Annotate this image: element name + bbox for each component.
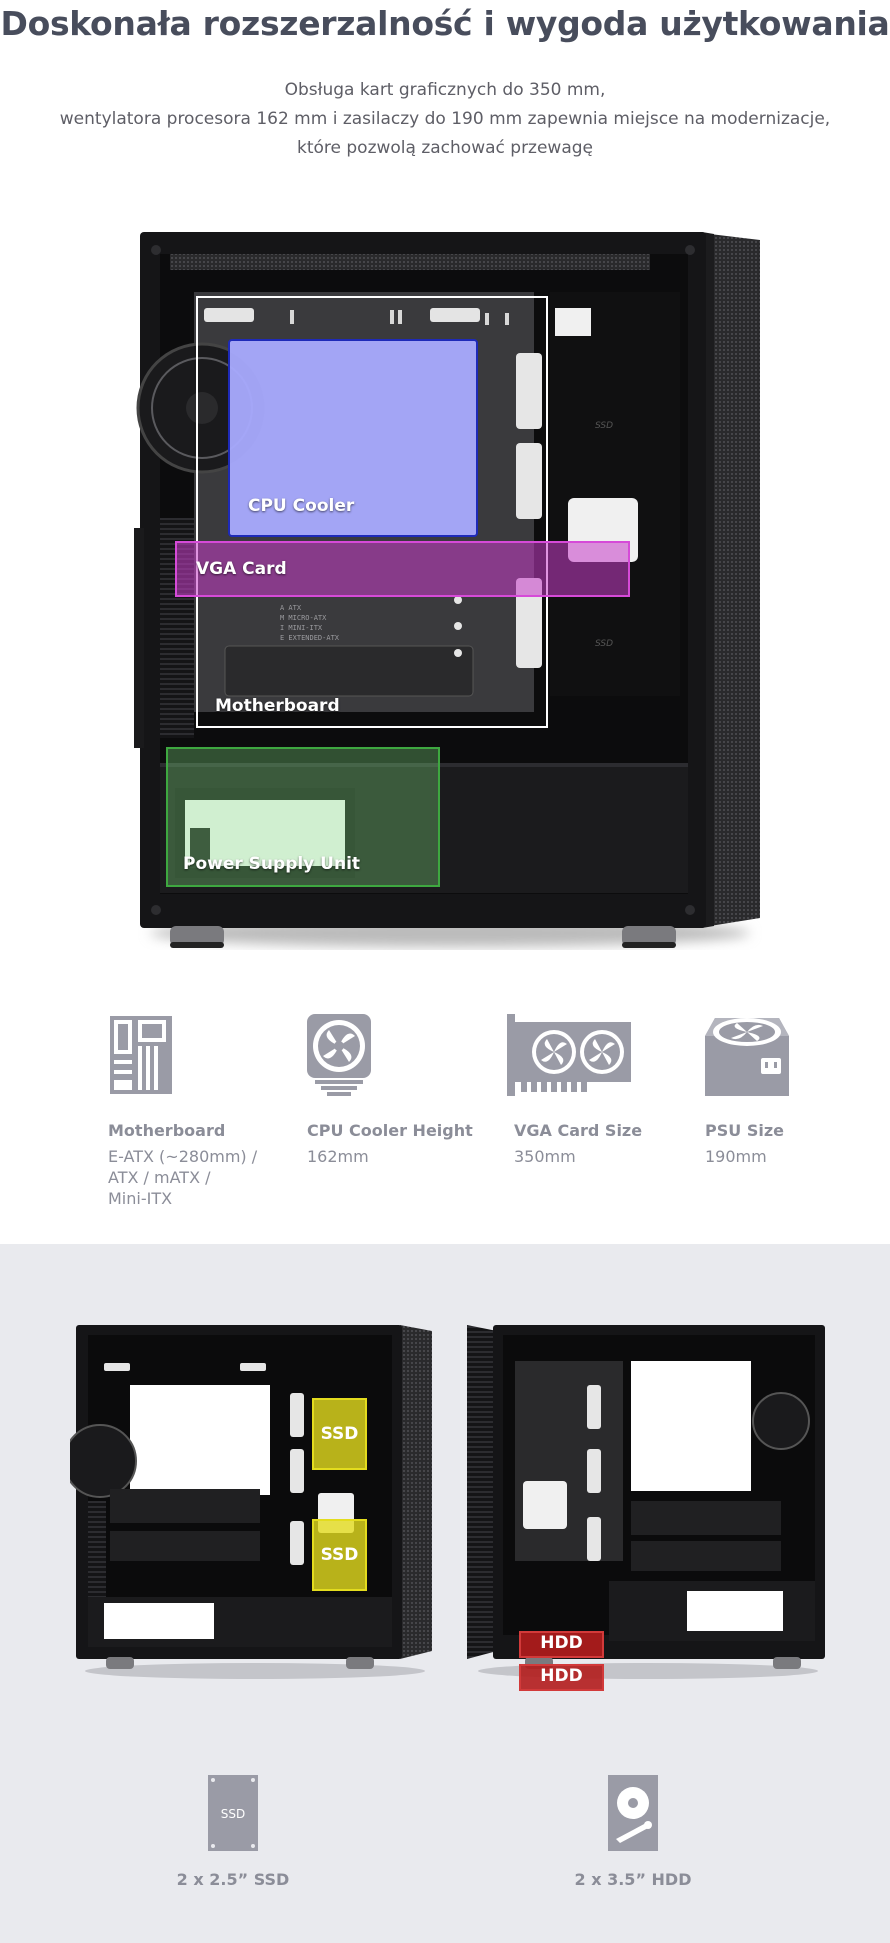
- spec-psu: PSU Size 190mm: [705, 1014, 789, 1166]
- atx-engraving: I MINI-ITX: [280, 624, 323, 632]
- ssd-engraving: SSD: [595, 421, 613, 431]
- ssd-bay-label: SSD: [320, 1545, 359, 1565]
- spec-vga-card: VGA Card Size 350mm: [507, 1014, 642, 1166]
- spec-title: CPU Cooler Height: [307, 1121, 473, 1140]
- spec-value: 350mm: [514, 1147, 576, 1166]
- hdd-bay-1: [519, 1631, 604, 1658]
- motherboard-zone: [196, 296, 548, 728]
- motherboard-label: Motherboard: [215, 696, 340, 716]
- hdd-caption: 2 x 3.5” HDD: [574, 1870, 692, 1889]
- spec-title: Motherboard: [108, 1121, 226, 1140]
- hdd-bay-label: HDD: [540, 1666, 583, 1686]
- spec-cpu-cooler: CPU Cooler Height 162mm: [307, 1014, 473, 1166]
- motherboard-icon: [110, 1016, 172, 1094]
- vga-card-icon: [507, 1014, 631, 1096]
- spec-title: VGA Card Size: [514, 1121, 643, 1140]
- page-subtitle: Obsługa kart graficznych do 350 mm, went…: [0, 76, 890, 163]
- vga-card-zone: [175, 541, 630, 597]
- subtitle-line: Obsługa kart graficznych do 350 mm,: [284, 80, 606, 100]
- spec-value: 190mm: [705, 1147, 767, 1166]
- vga-card-label: VGA Card: [196, 559, 287, 579]
- ssd-caption: 2 x 2.5” SSD: [176, 1870, 290, 1889]
- ssd-bay-1: [312, 1398, 367, 1470]
- spec-value: 162mm: [307, 1147, 369, 1166]
- ssd-icon-text: SSD: [221, 1807, 245, 1821]
- ssd-icon: SSD: [208, 1775, 258, 1851]
- hdd-bay-2: [519, 1664, 604, 1691]
- hdd-bay-label: HDD: [540, 1633, 583, 1653]
- hdd-icon: [608, 1775, 658, 1851]
- psu-label: Power Supply Unit: [183, 854, 361, 874]
- case-side-view-ssd: [70, 1325, 432, 1679]
- spec-title: PSU Size: [705, 1121, 784, 1140]
- page-title: Doskonała rozszerzalność i wygoda użytko…: [0, 4, 890, 43]
- atx-engraving: E EXTENDED-ATX: [280, 634, 340, 642]
- cpu-cooler-icon: [307, 1014, 371, 1096]
- spec-value: ATX / mATX /: [108, 1168, 211, 1187]
- atx-engraving: A ATX: [280, 604, 302, 612]
- psu-zone: [166, 747, 440, 887]
- subtitle-line: wentylatora procesora 162 mm i zasilaczy…: [59, 109, 831, 129]
- pc-case-illustration: A ATX M MICRO-ATX I MINI-ITX E EXTENDED-…: [130, 228, 770, 963]
- drive-bays-section: SSD SSD HDD HDD SSD: [0, 1244, 890, 1943]
- subtitle-line: które pozwolą zachować przewagę: [296, 138, 594, 158]
- ssd-engraving: SSD: [595, 639, 613, 649]
- cpu-cooler-zone: [228, 339, 478, 537]
- psu-icon: [705, 1018, 789, 1096]
- atx-engraving: M MICRO-ATX: [280, 614, 327, 622]
- ssd-bay-label: SSD: [320, 1424, 359, 1444]
- cpu-cooler-label: CPU Cooler: [248, 496, 355, 516]
- spec-value: E-ATX (~280mm) /: [108, 1147, 258, 1166]
- spec-value: Mini-ITX: [108, 1189, 173, 1208]
- ssd-bay-2: [312, 1519, 367, 1591]
- spec-motherboard: Motherboard E-ATX (~280mm) / ATX / mATX …: [108, 1014, 257, 1208]
